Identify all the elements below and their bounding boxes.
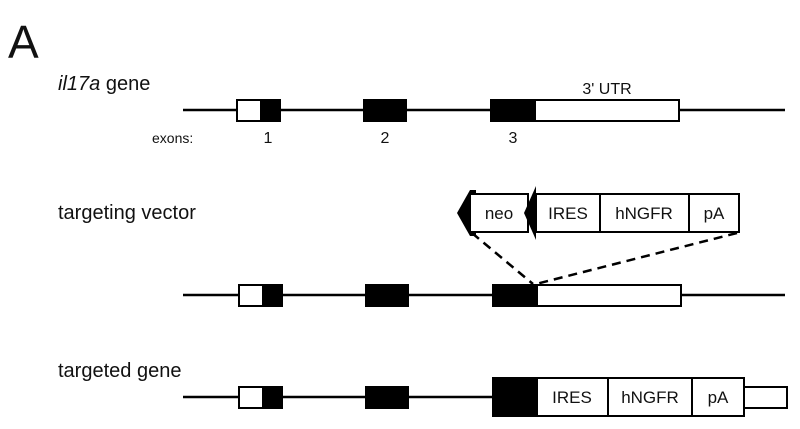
- targeted-label: targeted gene: [58, 360, 181, 382]
- targeted-cassette-pa: pA: [708, 388, 729, 407]
- vector-cassette-neo: neo: [485, 204, 513, 223]
- vector-hngfr-box: [599, 193, 690, 233]
- gene-title: il17a gene: [58, 73, 150, 95]
- vector-exon3-coding: [492, 284, 538, 307]
- vector-pa-box: [688, 193, 740, 233]
- targeted-exon3-coding: [492, 377, 538, 417]
- targeted-pa-box: [691, 377, 745, 417]
- utr-label: 3' UTR: [582, 81, 631, 98]
- exon-number-2: 2: [381, 130, 390, 147]
- vector-exon1-coding: [262, 284, 283, 307]
- vector-cassette-pa: pA: [704, 204, 725, 223]
- exon3-utr: [534, 99, 680, 122]
- homology-arm-left: [471, 232, 534, 285]
- vector-exon1-noncoding: [238, 284, 264, 307]
- vector-cassette-hngfr: hNGFR: [615, 204, 673, 223]
- targeted-exon2: [365, 386, 409, 409]
- targeted-exon1-noncoding: [238, 386, 264, 409]
- exon1-coding: [260, 99, 281, 122]
- targeted-ires-box: [536, 377, 609, 417]
- gene-name-rest: gene: [100, 73, 150, 95]
- targeted-cassette-ires: IRES: [552, 388, 592, 407]
- exons-label: exons:: [152, 130, 193, 146]
- exon1-noncoding: [236, 99, 262, 122]
- vector-label: targeting vector: [58, 202, 196, 224]
- vector-cassette-ires: IRES: [548, 204, 588, 223]
- exon-number-1: 1: [264, 130, 273, 147]
- exon-number-3: 3: [509, 130, 518, 147]
- targeted-utr-remainder: [743, 386, 788, 409]
- vector-exon3-utr: [536, 284, 682, 307]
- homology-arm-right: [535, 231, 738, 286]
- panel-label: A: [8, 16, 39, 68]
- exon3-coding: [490, 99, 536, 122]
- neo-arrow-right-head: [524, 186, 536, 240]
- exon2: [363, 99, 407, 122]
- vector-ires-box: [535, 193, 601, 233]
- targeted-exon1-coding: [262, 386, 283, 409]
- targeted-cassette-hngfr: hNGFR: [621, 388, 679, 407]
- vector-exon2: [365, 284, 409, 307]
- gene-name-italic: il17a: [58, 73, 100, 95]
